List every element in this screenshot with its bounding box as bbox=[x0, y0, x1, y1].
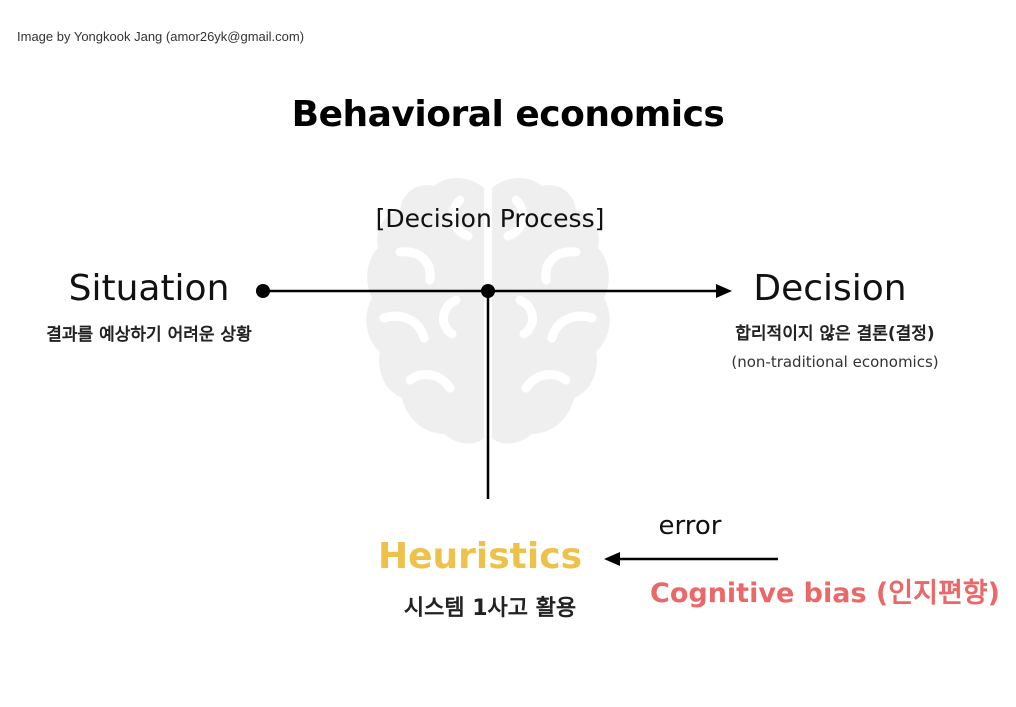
decision-arrowhead bbox=[716, 284, 732, 298]
situation-dot bbox=[256, 284, 270, 298]
decision-label: Decision bbox=[753, 268, 907, 309]
brain-folds bbox=[379, 195, 597, 393]
decision-note: (non-traditional economics) bbox=[731, 353, 939, 371]
decision-description: 합리적이지 않은 결론(결정) bbox=[735, 324, 935, 344]
heuristics-description: 시스템 1사고 활용 bbox=[403, 596, 577, 621]
page-title: Behavioral economics bbox=[291, 94, 725, 135]
situation-description: 결과를 예상하기 어려운 상황 bbox=[46, 325, 252, 345]
error-label: error bbox=[658, 511, 722, 541]
image-credit: Image by Yongkook Jang (amor26yk@gmail.c… bbox=[17, 29, 305, 44]
cognitive-bias-label: Cognitive bias (인지편향) bbox=[650, 578, 1000, 609]
branch-dot bbox=[481, 284, 495, 298]
heuristics-label: Heuristics bbox=[377, 536, 582, 577]
error-arrowhead bbox=[604, 552, 620, 566]
brain-icon bbox=[366, 177, 610, 444]
decision-process-label: [Decision Process] bbox=[375, 204, 605, 233]
situation-label: Situation bbox=[68, 268, 230, 309]
